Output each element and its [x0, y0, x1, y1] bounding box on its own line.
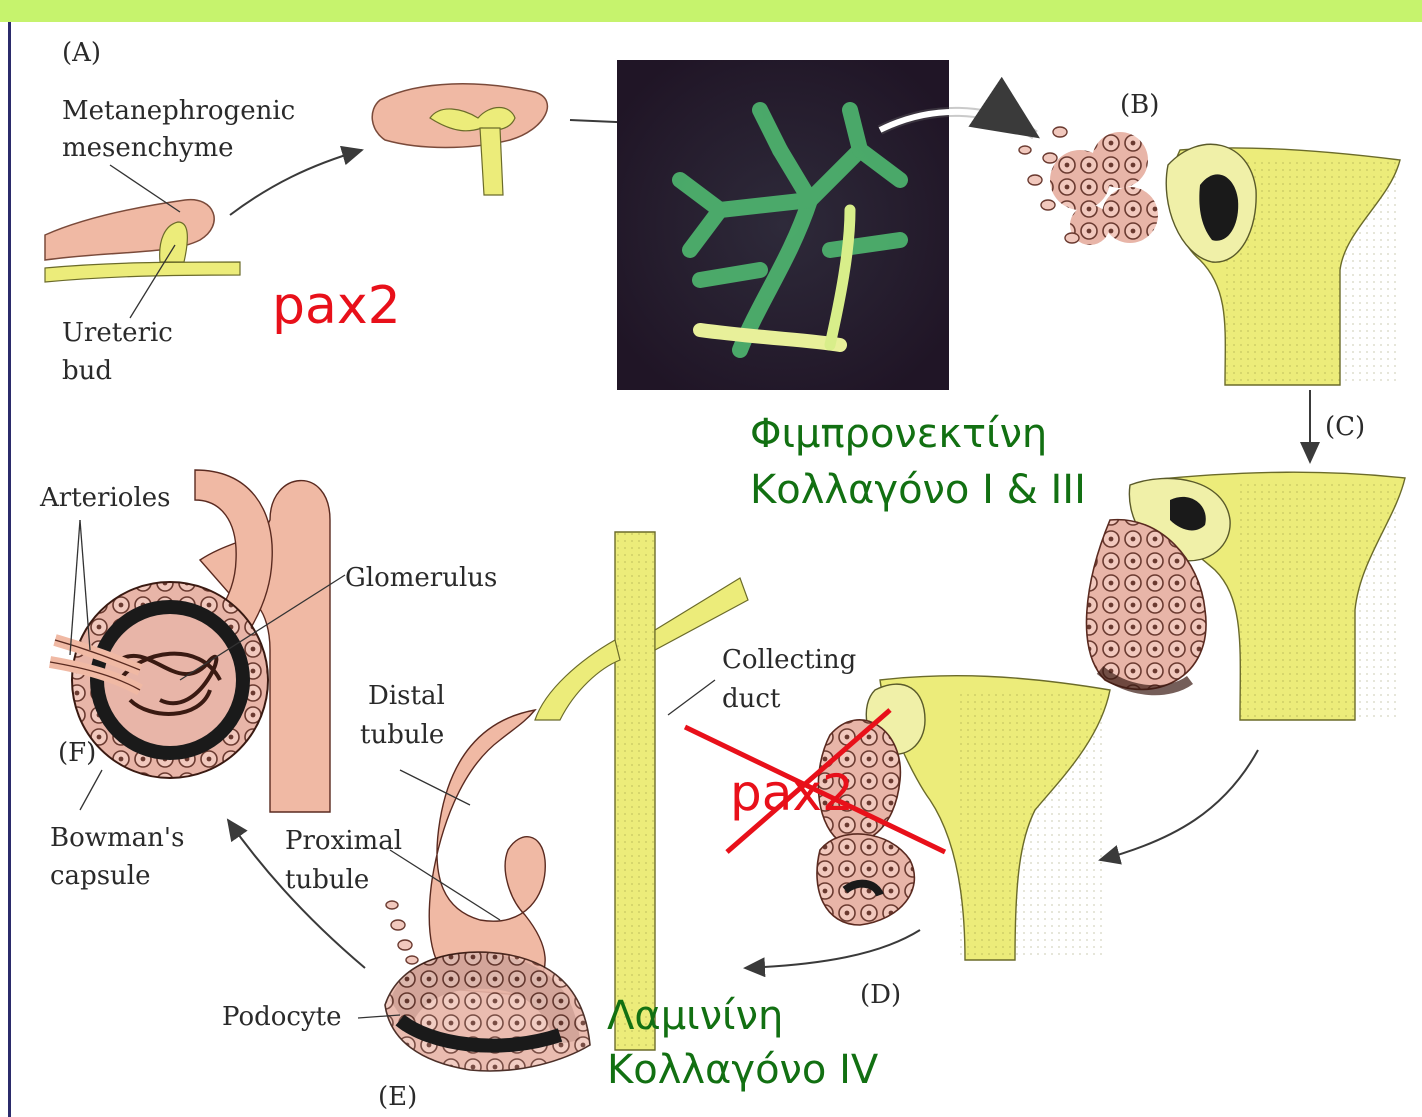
stage-a-branching [372, 84, 547, 195]
label-arterioles: Arterioles [40, 483, 170, 513]
panel-label-d: (D) [860, 980, 901, 1010]
label-mesenchyme: mesenchyme [62, 133, 234, 163]
label-duct: duct [722, 684, 780, 714]
annotation-pax2-top: pax2 [272, 278, 401, 334]
label-glomerulus: Glomerulus [345, 563, 497, 593]
arrow-d-to-e [745, 930, 920, 968]
panel-label-c: (C) [1325, 412, 1365, 442]
label-proximal-tubule: tubule [285, 865, 369, 895]
label-proximal: Proximal [285, 826, 402, 856]
annotation-pax2-crossed: pax2 [730, 765, 854, 821]
arrow-a-to-a2 [230, 150, 362, 215]
arrow-c-to-d [1100, 750, 1258, 860]
annotation-laminin: Λαμινίνη [607, 992, 783, 1040]
label-bud: bud [62, 356, 112, 386]
label-distal-tubule: tubule [360, 720, 444, 750]
label-collecting: Collecting [722, 645, 856, 675]
stage-a-initial [45, 165, 240, 318]
label-bowmans: Bowman's [50, 823, 184, 853]
label-metanephrogenic: Metanephrogenic [62, 96, 295, 126]
label-capsule: capsule [50, 861, 151, 891]
annotation-collagen-1-3: Κολλαγόνο I & III [750, 466, 1086, 514]
panel-label-b: (B) [1120, 90, 1159, 120]
stage-c-aggregate [1086, 472, 1405, 720]
label-ureteric: Ureteric [62, 318, 173, 348]
annotation-collagen-4: Κολλαγόνο IV [607, 1046, 878, 1094]
label-podocyte: Podocyte [222, 1002, 341, 1032]
stage-d-s-shaped-body [817, 676, 1110, 960]
stage-e-nephron [358, 532, 748, 1071]
fluorescence-micrograph [617, 60, 949, 390]
label-distal: Distal [368, 681, 445, 711]
panel-label-a: (A) [62, 38, 101, 68]
panel-label-f: (F) [58, 738, 96, 768]
panel-label-e: (E) [378, 1082, 417, 1112]
annotation-fibronectin: Φιμπρονεκτίνη [750, 410, 1047, 458]
stage-b-induction [1019, 127, 1400, 385]
